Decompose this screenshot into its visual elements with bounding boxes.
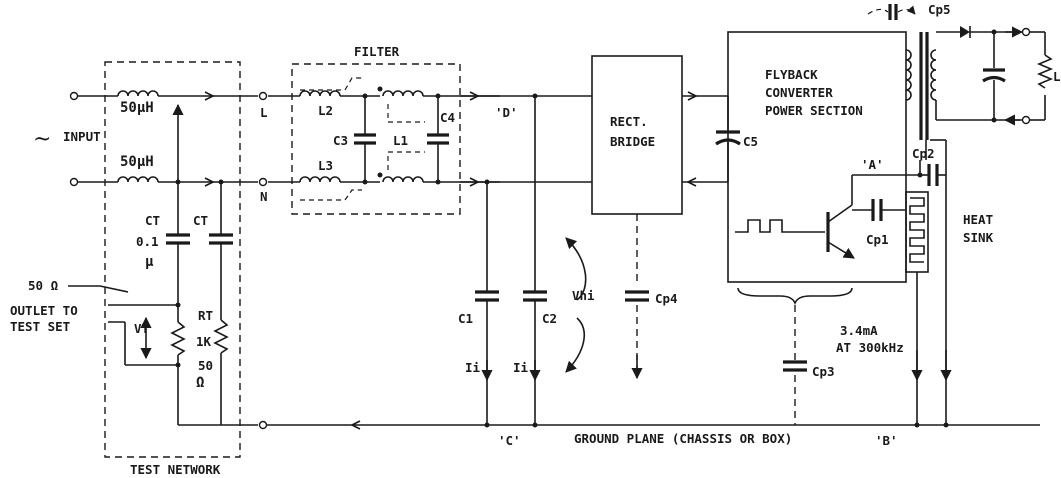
node-L-label: L	[260, 105, 268, 120]
ground-plane-label: GROUND PLANE (CHASSIS OR BOX)	[574, 431, 792, 446]
vhi-arrow-up	[565, 237, 587, 301]
ct1-label: CT	[145, 213, 160, 228]
parasitic-capacitor-Cp4	[625, 290, 649, 302]
Ii-label-1: Ii	[465, 360, 481, 375]
flyback-label-2: CONVERTER	[765, 85, 833, 100]
fifty-ohm-label: 50 Ω	[28, 278, 58, 293]
ground-node	[258, 420, 268, 430]
switching-transistor	[826, 175, 855, 259]
heat-label-2: SINK	[963, 230, 994, 245]
inductor-L1-bottom	[382, 176, 424, 183]
Cp5-label: Cp5	[928, 2, 951, 17]
C5-label: C5	[743, 134, 758, 149]
pwm-waveform	[735, 219, 792, 233]
node-N-label: N	[260, 189, 268, 204]
Ii-label-2: Ii	[513, 360, 529, 375]
test-network-label: TEST NETWORK	[130, 462, 221, 477]
outlet-switch	[99, 285, 129, 293]
inductor-L1-top	[382, 90, 424, 97]
L2-label: L2	[318, 103, 333, 118]
ct-unit-label: μ	[145, 254, 154, 270]
rt-value-50: 50	[198, 358, 213, 373]
inductor-top-label: 50μH	[120, 100, 154, 116]
test-network-box	[104, 61, 241, 458]
L3-label: L3	[318, 158, 333, 173]
parasitic-capacitor-Cp5	[888, 4, 898, 20]
vhi-arrow-down	[565, 317, 585, 373]
node-A-label: 'A'	[861, 157, 884, 172]
current-arrow-top	[204, 91, 215, 101]
flyback-converter-block	[727, 31, 907, 283]
flyback-label-3: POWER SECTION	[765, 103, 863, 118]
rect-label-2: BRIDGE	[610, 134, 655, 149]
rt-value-1k: 1K	[196, 334, 212, 349]
output-capacitor	[982, 32, 1006, 120]
ct-value-label: 0.1	[136, 234, 159, 249]
outlet-label-2: TEST SET	[10, 319, 70, 334]
filter-label: FILTER	[354, 44, 400, 59]
inductor-bottom-label: 50μH	[120, 154, 154, 170]
C3-label: C3	[333, 133, 348, 148]
brace	[737, 287, 853, 306]
rectifier-diode	[960, 26, 970, 38]
C2-label: C2	[542, 311, 557, 326]
parasitic-capacitor-Cp1	[871, 199, 883, 221]
Cp4-label: Cp4	[655, 291, 678, 306]
heat-label-1: HEAT	[963, 212, 993, 227]
node-L	[258, 91, 268, 101]
neutral-conductor	[78, 176, 300, 183]
parasitic-capacitor-Cp2	[927, 164, 939, 186]
inductor-L2	[299, 90, 341, 97]
line-conductor	[78, 90, 300, 97]
current-label-1: 3.4mA	[840, 323, 878, 338]
current-label-2: AT 300kHz	[836, 340, 904, 355]
ct-capacitor-2	[209, 182, 233, 320]
C4-label: C4	[440, 110, 455, 125]
node-C-label: 'C'	[498, 433, 521, 448]
ct-capacitor-1	[166, 182, 190, 305]
rt-value-ohm: Ω	[196, 375, 204, 391]
ac-tilde-label: ~	[33, 127, 51, 152]
flyback-label-1: FLYBACK	[765, 67, 818, 82]
input-label: INPUT	[63, 129, 101, 144]
current-arrow-bottom	[204, 177, 215, 187]
L1-label: L1	[393, 133, 408, 148]
vt-label: VT	[134, 321, 149, 336]
parasitic-capacitor-Cp3	[783, 360, 807, 372]
capacitor-C1	[475, 182, 499, 425]
vhi-label: Vhi	[572, 288, 595, 303]
C1-label: C1	[458, 311, 473, 326]
Cp1-label: Cp1	[866, 232, 889, 247]
node-N	[258, 177, 268, 187]
input-terminals	[69, 91, 79, 187]
load-label: L	[1053, 69, 1061, 84]
node-B-label: 'B'	[875, 433, 898, 448]
node-D-label: 'D'	[495, 105, 518, 120]
transformer-secondary	[930, 49, 937, 101]
capacitor-C3	[354, 96, 376, 182]
filter-box	[291, 63, 461, 215]
Cp2-label: Cp2	[912, 146, 935, 161]
Cp3-label: Cp3	[812, 364, 835, 379]
load-resistor	[1036, 54, 1054, 89]
inductor-L3	[299, 176, 341, 183]
resistor-50	[213, 319, 229, 420]
ct2-label: CT	[193, 213, 208, 228]
outlet-label-1: OUTLET TO	[10, 303, 78, 318]
rect-label-1: RECT.	[610, 114, 648, 129]
transformer-primary	[905, 49, 912, 101]
rt-label: RT	[198, 308, 213, 323]
capacitor-C4	[427, 96, 449, 182]
